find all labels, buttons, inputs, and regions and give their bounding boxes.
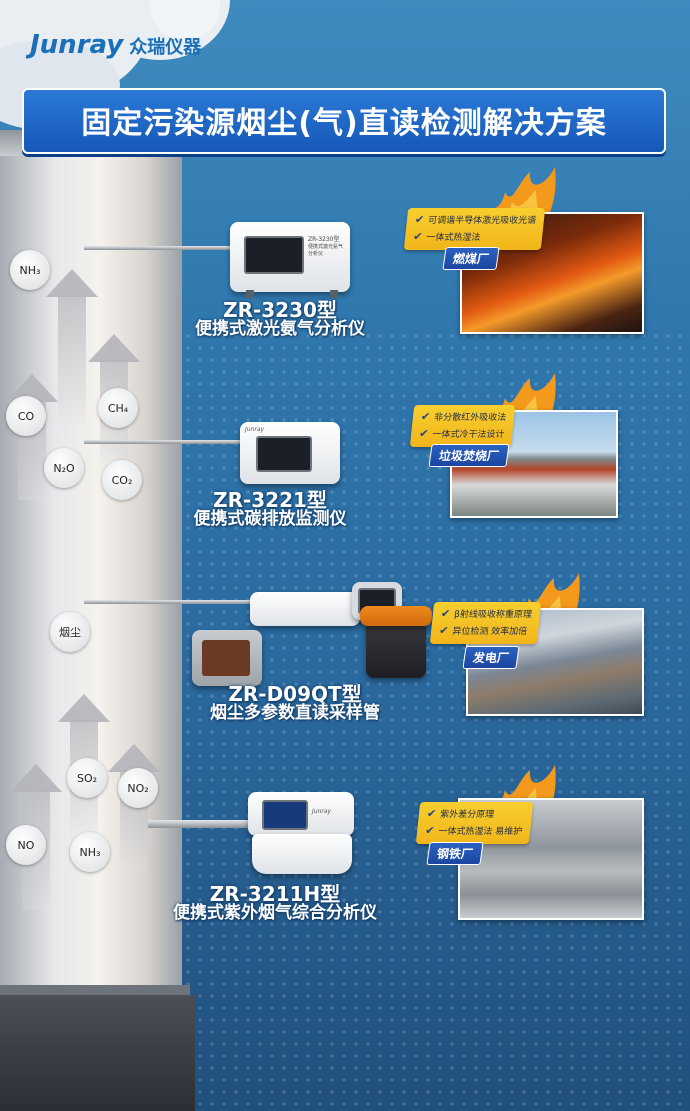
product-model: ZR-3221型 <box>213 488 327 512</box>
device-screen <box>244 236 304 274</box>
feature-item: ✔β射线吸收称重原理 <box>440 607 533 620</box>
device-screen <box>256 436 312 472</box>
feature-box: ✔可调谐半导体激光吸收光谱 ✔一体式热湿法 <box>403 208 546 250</box>
gas-co: CO <box>6 396 46 436</box>
device-zrd09qt-lid <box>360 606 432 626</box>
device-foot <box>330 290 338 298</box>
gas-so2: SO₂ <box>67 758 107 798</box>
product-name: 便携式激光氨气分析仪 <box>195 319 365 339</box>
device-zrd09qt-case <box>192 630 262 686</box>
device-zr3221: Junray <box>240 422 340 484</box>
page-title: 固定污染源烟尘(气)直读检测解决方案 <box>81 106 607 141</box>
feature-box: ✔紫外差分原理 ✔一体式热湿法 易维护 <box>415 802 534 844</box>
title-banner: 固定污染源烟尘(气)直读检测解决方案 <box>22 88 666 154</box>
device-screen <box>262 800 308 830</box>
device-label: Junray <box>245 426 265 433</box>
sampling-probe <box>84 246 234 250</box>
feature-item: ✔非分散红外吸收法 <box>420 410 507 423</box>
check-icon: ✔ <box>418 427 430 440</box>
device-sublabel: 便携式激光氨气分析仪 <box>308 244 344 257</box>
application-tag: 垃圾焚烧厂 <box>428 444 510 467</box>
application-tag: 钢铁厂 <box>426 842 484 865</box>
feature-item: ✔紫外差分原理 <box>426 807 495 820</box>
feature-item: ✔一体式热湿法 <box>412 230 481 243</box>
application-tag: 发电厂 <box>462 646 520 669</box>
up-arrow-icon <box>46 269 98 425</box>
device-zr3211h: Junray <box>248 792 354 836</box>
chimney-base <box>0 995 195 1111</box>
check-icon: ✔ <box>424 824 436 837</box>
application-tag: 燃煤厂 <box>442 247 500 270</box>
sampling-probe <box>84 440 244 444</box>
sampling-probe <box>148 820 258 828</box>
device-screen <box>202 640 250 676</box>
check-icon: ✔ <box>440 607 451 620</box>
gas-ch4: CH₄ <box>98 388 138 428</box>
feature-box: ✔β射线吸收称重原理 ✔异位检测 效率加倍 <box>429 602 542 644</box>
gas-co2: CO₂ <box>102 460 142 500</box>
device-foot <box>246 290 254 298</box>
product-name: 便携式碳排放监测仪 <box>193 509 347 529</box>
device-label: Junray <box>312 808 332 815</box>
device-zr3211h-handle <box>252 834 352 874</box>
feature-box: ✔非分散红外吸收法 ✔一体式冷干法设计 <box>409 405 516 447</box>
gas-no: NO <box>6 825 46 865</box>
feature-item: ✔一体式热湿法 易维护 <box>424 824 523 837</box>
logo-text-en: Junray <box>30 30 124 60</box>
device-zr3230: ZR-3230型 便携式激光氨气分析仪 <box>230 222 350 292</box>
gas-no2: NO₂ <box>118 768 158 808</box>
product-model: ZR-3211H型 <box>209 882 341 906</box>
product-model: ZR-3230型 <box>223 298 337 322</box>
check-icon: ✔ <box>414 213 425 226</box>
brand-logo: Junray 众瑞仪器 <box>30 30 201 60</box>
logo-text-cn: 众瑞仪器 <box>129 37 202 58</box>
check-icon: ✔ <box>412 230 424 243</box>
feature-item: ✔一体式冷干法设计 <box>418 427 505 440</box>
gas-nh3: NH₃ <box>10 250 50 290</box>
product-name: 烟尘多参数直读采样管 <box>210 703 380 723</box>
feature-item: ✔异位检测 效率加倍 <box>438 624 528 637</box>
gas-dust: 烟尘 <box>50 612 90 652</box>
device-zrd09qt-probe-body <box>250 592 360 626</box>
feature-item: ✔可调谐半导体激光吸收光谱 <box>414 213 537 226</box>
sampling-probe <box>84 600 254 604</box>
check-icon: ✔ <box>438 624 450 637</box>
product-model: ZR-D09QT型 <box>228 682 362 706</box>
check-icon: ✔ <box>426 807 437 820</box>
check-icon: ✔ <box>420 410 431 423</box>
gas-n2o: N₂O <box>44 448 84 488</box>
product-name: 便携式紫外烟气综合分析仪 <box>173 903 377 923</box>
device-label: ZR-3230型 <box>308 236 340 243</box>
gas-nh3: NH₃ <box>70 832 110 872</box>
